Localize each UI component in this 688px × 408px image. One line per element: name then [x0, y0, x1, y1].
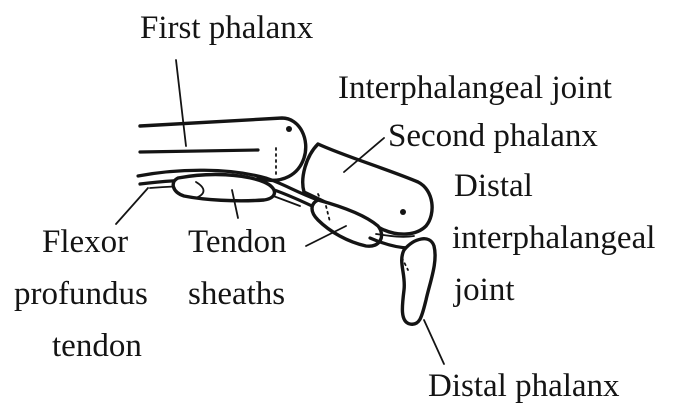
label-distal-line-2: interphalangeal	[452, 220, 655, 256]
label-tendon-line-2: sheaths	[188, 276, 285, 312]
label-distal-line-1: Distal	[454, 168, 533, 204]
leader-distal-phalanx	[424, 320, 444, 364]
leader-flexor-profundus	[116, 188, 148, 224]
label-tendon-line-1: Tendon	[188, 224, 287, 260]
label-second-phalanx: Second phalanx	[388, 118, 598, 154]
label-first-phalanx: First phalanx	[140, 10, 314, 46]
label-interphalangeal-joint: Interphalangeal joint	[338, 70, 612, 106]
distal-phalanx-bone	[402, 239, 435, 324]
label-flexor-line-2: profundus	[14, 276, 148, 312]
label-distal-line-3: joint	[453, 272, 515, 308]
label-distal-phalanx: Distal phalanx	[428, 368, 620, 404]
label-flexor-line-1: Flexor	[42, 224, 128, 260]
label-flexor-line-3: tendon	[52, 328, 142, 364]
